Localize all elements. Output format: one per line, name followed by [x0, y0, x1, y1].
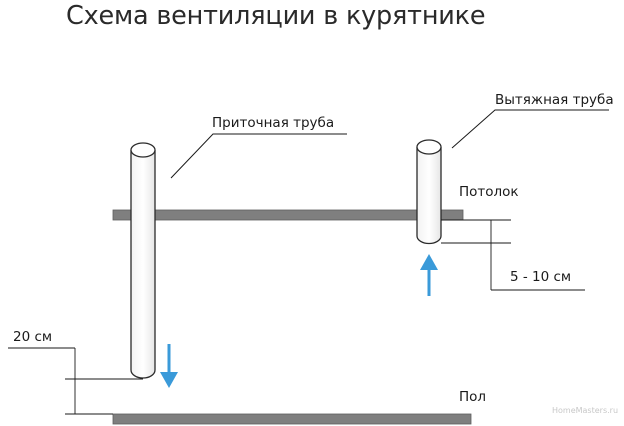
exhaust-pipe-leader: [451, 109, 609, 149]
floor-slab: [112, 413, 472, 425]
floor-gap-label: 20 см: [13, 329, 53, 345]
exhaust-pipe: [416, 139, 442, 245]
supply-pipe: [130, 142, 156, 379]
ceiling-slab: [112, 209, 464, 221]
exhaust-pipe-label: Вытяжная труба: [495, 92, 614, 108]
floor-label: Пол: [459, 389, 487, 405]
floor-gap-dimension: [8, 347, 143, 415]
ceiling-label: Потолок: [459, 184, 519, 200]
diagram-title: Схема вентиляции в курятнике: [66, 1, 486, 31]
arrow-down-icon: [160, 344, 178, 388]
arrow-up-icon: [420, 254, 438, 296]
ceiling-gap-label: 5 - 10 см: [510, 269, 572, 285]
watermark: HomeMasters.ru: [552, 406, 619, 415]
ceiling-gap-dimension: [441, 219, 585, 291]
supply-pipe-leader: [170, 133, 347, 179]
supply-pipe-label: Приточная труба: [212, 115, 335, 131]
